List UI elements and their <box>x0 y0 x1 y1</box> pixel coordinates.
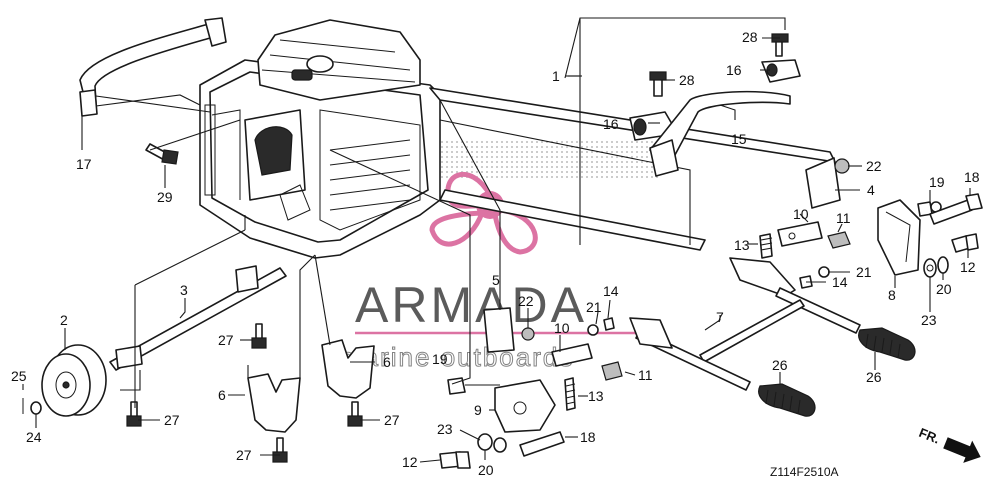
lever-link-part <box>759 221 851 289</box>
bolts-part <box>126 143 363 463</box>
callout-labels: 17 29 1 28 28 16 16 15 22 4 19 18 10 11 … <box>11 29 980 478</box>
callout-12: 12 <box>960 259 976 275</box>
watermark-subtitle: marine outboards <box>340 342 574 372</box>
throttle-lever-part <box>439 307 623 469</box>
diagram-code: Z114F2510A <box>770 465 839 479</box>
callout-20: 20 <box>936 281 952 297</box>
callout-12: 12 <box>402 454 418 470</box>
handle-part <box>79 17 227 117</box>
callout-24: 24 <box>26 429 42 445</box>
callout-23: 23 <box>437 421 453 437</box>
leader-lines <box>22 37 971 463</box>
callout-7: 7 <box>716 309 724 325</box>
callout-10: 10 <box>554 320 570 336</box>
callout-21: 21 <box>586 299 602 315</box>
callout-16: 16 <box>603 116 619 132</box>
callout-26: 26 <box>772 357 788 373</box>
callout-8: 8 <box>888 287 896 303</box>
callout-3: 3 <box>180 282 188 298</box>
callout-22: 22 <box>518 293 534 309</box>
callout-14: 14 <box>832 274 848 290</box>
callout-6: 6 <box>383 354 391 370</box>
callout-27: 27 <box>164 412 180 428</box>
fuel-cap-icon <box>291 69 313 81</box>
callout-17: 17 <box>76 156 92 172</box>
callout-6: 6 <box>218 387 226 403</box>
callout-19: 19 <box>432 351 448 367</box>
callout-20: 20 <box>478 462 494 478</box>
callout-28: 28 <box>742 29 758 45</box>
callout-28: 28 <box>679 72 695 88</box>
callout-27: 27 <box>218 332 234 348</box>
bracket-assembly-part <box>564 17 801 245</box>
callout-2: 2 <box>60 312 68 328</box>
callout-18: 18 <box>964 169 980 185</box>
support-foot-part <box>247 339 375 433</box>
callout-22: 22 <box>866 158 882 174</box>
callout-16: 16 <box>726 62 742 78</box>
callout-27: 27 <box>384 412 400 428</box>
callout-13: 13 <box>588 388 604 404</box>
callout-10: 10 <box>793 206 809 222</box>
callout-15: 15 <box>731 131 747 147</box>
callout-18: 18 <box>580 429 596 445</box>
watermark-brand: ARMADA <box>355 277 587 333</box>
callout-23: 23 <box>921 312 937 328</box>
stand-frame-part <box>629 257 916 417</box>
callout-11: 11 <box>638 367 653 383</box>
callout-27: 27 <box>236 447 252 463</box>
callout-14: 14 <box>603 283 619 299</box>
callout-21: 21 <box>856 264 872 280</box>
callout-29: 29 <box>157 189 173 205</box>
callout-19: 19 <box>929 174 945 190</box>
callout-25: 25 <box>11 368 27 384</box>
callout-1: 1 <box>552 68 560 84</box>
direction-label: FR. <box>917 425 942 447</box>
callout-11: 11 <box>836 210 851 226</box>
throttle-bracket-part <box>805 157 983 278</box>
front-direction-arrow-icon: FR. <box>917 425 981 463</box>
wheel-axle-part <box>22 265 287 417</box>
callout-26: 26 <box>866 369 882 385</box>
callout-5: 5 <box>492 272 500 288</box>
generator-frame-part <box>199 19 441 259</box>
callout-4: 4 <box>867 182 875 198</box>
callout-9: 9 <box>474 402 482 418</box>
callout-13: 13 <box>734 237 750 253</box>
